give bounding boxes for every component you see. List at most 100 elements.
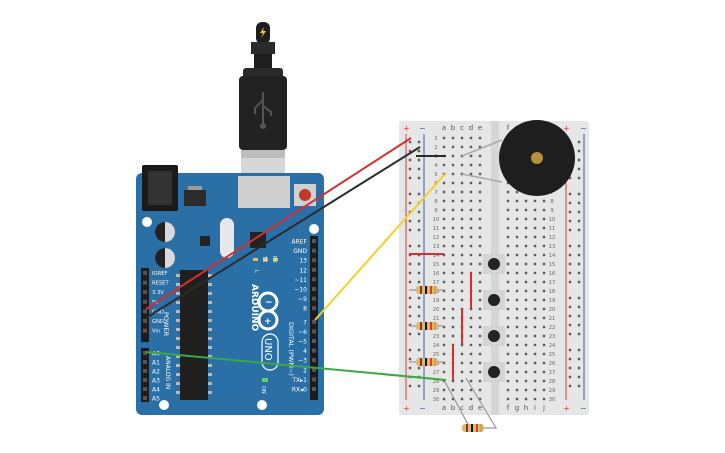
breadboard-hole[interactable]: [515, 334, 519, 338]
breadboard-hole[interactable]: [524, 208, 528, 212]
breadboard-hole[interactable]: [542, 325, 546, 329]
breadboard-hole[interactable]: [506, 289, 510, 293]
breadboard-hole[interactable]: [460, 181, 464, 185]
wire-5v[interactable]: [145, 137, 412, 310]
breadboard-hole[interactable]: [515, 370, 519, 374]
rail-hole[interactable]: [408, 366, 412, 370]
breadboard-hole[interactable]: [469, 379, 473, 383]
rail-hole[interactable]: [568, 296, 572, 300]
breadboard-hole[interactable]: [451, 325, 455, 329]
rail-hole[interactable]: [577, 210, 581, 214]
breadboard-hole[interactable]: [506, 352, 510, 356]
rail-hole[interactable]: [417, 384, 421, 388]
rail-hole[interactable]: [577, 323, 581, 327]
breadboard-hole[interactable]: [442, 298, 446, 302]
breadboard-hole[interactable]: [515, 208, 519, 212]
breadboard-hole[interactable]: [460, 352, 464, 356]
breadboard-hole[interactable]: [478, 352, 482, 356]
breadboard-hole[interactable]: [442, 208, 446, 212]
power-pin-socket[interactable]: [143, 328, 147, 333]
breadboard-hole[interactable]: [542, 271, 546, 275]
breadboard-hole[interactable]: [506, 199, 510, 203]
breadboard-hole[interactable]: [533, 361, 537, 365]
breadboard-hole[interactable]: [451, 244, 455, 248]
rail-hole[interactable]: [577, 219, 581, 223]
breadboard-hole[interactable]: [542, 199, 546, 203]
rail-hole[interactable]: [417, 314, 421, 318]
rail-hole[interactable]: [577, 149, 581, 153]
rail-hole[interactable]: [408, 158, 412, 162]
rail-hole[interactable]: [408, 332, 412, 336]
rail-hole[interactable]: [577, 192, 581, 196]
breadboard-hole[interactable]: [506, 388, 510, 392]
digital-pin-socket[interactable]: [312, 387, 316, 391]
breadboard-hole[interactable]: [451, 262, 455, 266]
breadboard-hole[interactable]: [478, 334, 482, 338]
wire-pin-8[interactable]: [314, 172, 447, 321]
power-pin-socket[interactable]: [143, 280, 147, 285]
breadboard-hole[interactable]: [442, 334, 446, 338]
breadboard-hole[interactable]: [533, 298, 537, 302]
resistor[interactable]: [409, 322, 444, 330]
breadboard-hole[interactable]: [442, 145, 446, 149]
analog-pin-socket[interactable]: [143, 369, 147, 373]
breadboard-hole[interactable]: [469, 307, 473, 311]
breadboard-hole[interactable]: [515, 361, 519, 365]
breadboard-hole[interactable]: [442, 136, 446, 140]
push-button[interactable]: [483, 254, 505, 274]
breadboard-hole[interactable]: [515, 316, 519, 320]
rail-hole[interactable]: [417, 244, 421, 248]
breadboard-hole[interactable]: [542, 208, 546, 212]
breadboard-hole[interactable]: [442, 370, 446, 374]
breadboard-hole[interactable]: [478, 136, 482, 140]
digital-pin-socket[interactable]: [312, 267, 316, 272]
breadboard-hole[interactable]: [515, 289, 519, 293]
breadboard-hole[interactable]: [506, 325, 510, 329]
breadboard-hole[interactable]: [506, 217, 510, 221]
breadboard-hole[interactable]: [460, 379, 464, 383]
digital-pin-socket[interactable]: [312, 367, 316, 372]
digital-pin-socket[interactable]: [312, 296, 316, 301]
breadboard-hole[interactable]: [542, 316, 546, 320]
power-pin-socket[interactable]: [143, 319, 147, 323]
rail-hole[interactable]: [568, 357, 572, 361]
breadboard-hole[interactable]: [478, 145, 482, 149]
breadboard-hole[interactable]: [524, 388, 528, 392]
breadboard-hole[interactable]: [442, 226, 446, 230]
breadboard-hole[interactable]: [515, 307, 519, 311]
breadboard-hole[interactable]: [460, 397, 464, 401]
breadboard-hole[interactable]: [524, 289, 528, 293]
breadboard-hole[interactable]: [469, 352, 473, 356]
breadboard-hole[interactable]: [478, 163, 482, 167]
breadboard-hole[interactable]: [469, 136, 473, 140]
breadboard-hole[interactable]: [533, 244, 537, 248]
breadboard-hole[interactable]: [460, 226, 464, 230]
digital-pin-socket[interactable]: [312, 306, 316, 311]
digital-pin-socket[interactable]: [312, 339, 316, 343]
breadboard-hole[interactable]: [451, 217, 455, 221]
breadboard-hole[interactable]: [515, 352, 519, 356]
breadboard-hole[interactable]: [542, 253, 546, 257]
breadboard-hole[interactable]: [533, 343, 537, 347]
rail-hole[interactable]: [577, 167, 581, 171]
rail-hole[interactable]: [417, 305, 421, 309]
power-pin-socket[interactable]: [143, 271, 147, 275]
rail-hole[interactable]: [408, 305, 412, 309]
breadboard-hole[interactable]: [442, 199, 446, 203]
breadboard-hole[interactable]: [515, 271, 519, 275]
breadboard-hole[interactable]: [524, 316, 528, 320]
breadboard-hole[interactable]: [506, 370, 510, 374]
breadboard-hole[interactable]: [469, 388, 473, 392]
breadboard-hole[interactable]: [442, 217, 446, 221]
rail-hole[interactable]: [568, 210, 572, 214]
rail-hole[interactable]: [568, 280, 572, 284]
breadboard-hole[interactable]: [442, 289, 446, 293]
breadboard-hole[interactable]: [451, 154, 455, 158]
rail-hole[interactable]: [577, 305, 581, 309]
breadboard-hole[interactable]: [515, 253, 519, 257]
breadboard-hole[interactable]: [442, 190, 446, 194]
rail-hole[interactable]: [408, 149, 412, 153]
rail-hole[interactable]: [577, 244, 581, 248]
rail-hole[interactable]: [568, 332, 572, 336]
